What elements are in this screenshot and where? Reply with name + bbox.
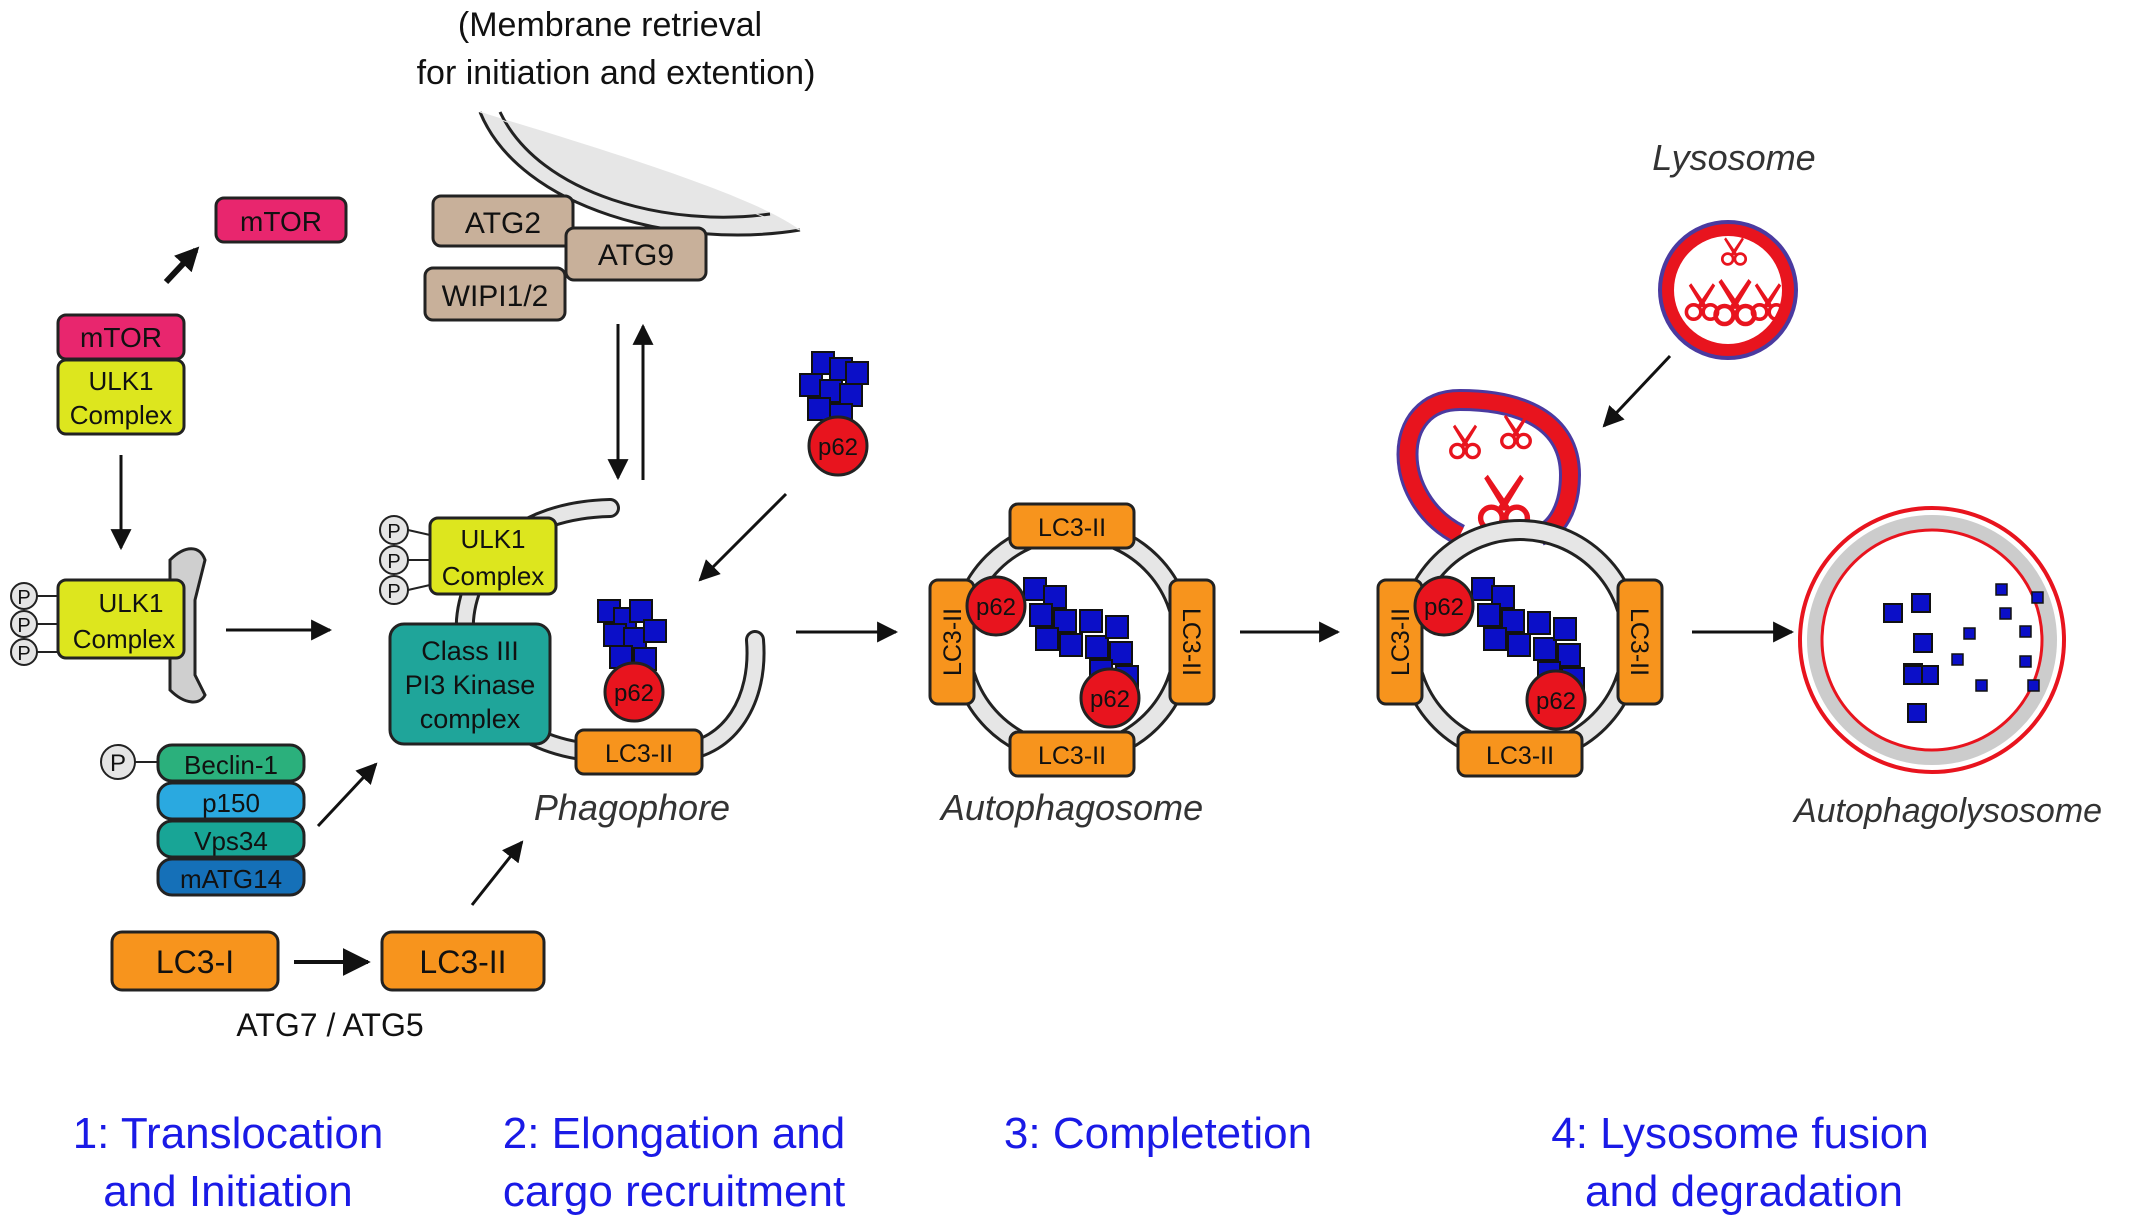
svg-text:LC3-II: LC3-II	[1038, 742, 1106, 770]
phagophore-cargo: p62	[597, 599, 667, 723]
ulk1-top-line2: Complex	[70, 400, 173, 430]
atg2-label: ATG2	[465, 207, 541, 240]
membrane-retrieval-line1: (Membrane retrieval	[458, 6, 762, 44]
step1-line1: 1: Translocation	[73, 1109, 384, 1158]
svg-text:P: P	[17, 587, 30, 609]
svg-text:PI3 Kinase: PI3 Kinase	[405, 670, 536, 700]
svg-text:p62: p62	[614, 680, 654, 707]
step4-line2: and degradation	[1585, 1167, 1903, 1216]
lc3i-box: LC3-I	[110, 930, 280, 992]
svg-text:LC3-II: LC3-II	[1486, 742, 1554, 770]
wipi-label: WIPI1/2	[442, 280, 549, 313]
mtor-free-label: mTOR	[240, 206, 322, 237]
arrow-beclin-to-class3	[316, 762, 378, 828]
phagophore-label: Phagophore	[534, 787, 730, 828]
svg-text:P: P	[17, 615, 30, 637]
svg-text:LC3-II: LC3-II	[1387, 608, 1415, 676]
svg-text:LC3-II: LC3-II	[939, 608, 967, 676]
svg-text:p62: p62	[1424, 594, 1464, 621]
svg-text:p62: p62	[818, 434, 858, 461]
vps34-label: Vps34	[194, 826, 268, 856]
beclin-label: Beclin-1	[184, 750, 278, 780]
step1-line2: and Initiation	[103, 1167, 353, 1216]
svg-text:P: P	[387, 521, 400, 543]
class3-pi3k-complex: Class III PI3 Kinase complex	[388, 622, 552, 746]
autophagolysosome	[1798, 506, 2066, 774]
beclin-complex: P Beclin-1 p150 Vps34 mATG14	[100, 743, 306, 897]
lysosome-label: Lysosome	[1652, 137, 1815, 178]
svg-text:P: P	[387, 581, 400, 603]
svg-text:LC3-II: LC3-II	[1038, 514, 1106, 542]
ulk1-active-line1: ULK1	[98, 588, 163, 618]
mtor-ulk1-complex: mTOR ULK1 Complex	[56, 313, 186, 436]
svg-text:Complex: Complex	[442, 561, 545, 591]
svg-text:LC3-II: LC3-II	[1177, 608, 1205, 676]
lysosome	[1658, 220, 1798, 360]
step4-line1: 4: Lysosome fusion	[1551, 1109, 1928, 1158]
atg2-box: ATG2	[431, 194, 575, 248]
step3-line1: 3: Completetion	[1004, 1109, 1312, 1158]
ulk1-activated: ULK1 Complex P P P	[10, 547, 207, 704]
atg9-box: ATG9	[564, 226, 708, 282]
svg-text:P: P	[387, 551, 400, 573]
svg-text:complex: complex	[420, 704, 521, 734]
autophagolysosome-label: Autophagolysosome	[1792, 792, 2102, 830]
mtor-bound-label: mTOR	[80, 322, 162, 353]
lc3ii-box: LC3-II	[380, 930, 546, 992]
svg-text:p62: p62	[1090, 686, 1130, 713]
svg-text:Class III: Class III	[421, 636, 519, 666]
svg-text:P: P	[17, 643, 30, 665]
autophagosome-label: Autophagosome	[939, 787, 1203, 828]
ulk1-active-line2: Complex	[73, 624, 176, 654]
mtor-free-box: mTOR	[214, 196, 348, 244]
step2-line2: cargo recruitment	[503, 1167, 845, 1216]
phagophore-ulk1: P P P ULK1 Complex	[379, 515, 558, 605]
wipi-box: WIPI1/2	[423, 266, 567, 322]
step2-line1: 2: Elongation and	[503, 1109, 846, 1158]
fusion-complex: LC3-II LC3-II LC3-II p62 p62	[1376, 388, 1664, 778]
svg-text:p62: p62	[976, 594, 1016, 621]
free-p62-cargo: p62	[799, 351, 869, 477]
matg14-label: mATG14	[180, 864, 282, 894]
p150-label: p150	[202, 788, 260, 818]
svg-text:P: P	[110, 750, 126, 777]
phospho-group: P P P	[10, 582, 58, 666]
svg-text:LC3-II: LC3-II	[605, 740, 673, 768]
lc3i-label: LC3-I	[156, 944, 234, 980]
arrow-lc3-to-phagophore	[470, 840, 524, 906]
arrow-mtor-release	[163, 246, 200, 285]
phagophore-lc3ii: LC3-II	[574, 728, 704, 776]
svg-text:ULK1: ULK1	[460, 524, 525, 554]
arrow-lysosome-fusion	[1602, 354, 1672, 428]
arrow-cargo-to-phagophore	[698, 492, 788, 582]
membrane-retrieval-line2: for initiation and extention)	[417, 54, 816, 92]
atg7-atg5-label: ATG7 / ATG5	[236, 1007, 423, 1043]
svg-text:p62: p62	[1536, 688, 1576, 715]
lc3ii-label: LC3-II	[419, 944, 506, 980]
ulk1-top-line1: ULK1	[88, 366, 153, 396]
autophagosome: LC3-II LC3-II LC3-II LC3-II p62 p62	[928, 502, 1216, 778]
atg9-label: ATG9	[598, 239, 674, 272]
svg-text:LC3-II: LC3-II	[1625, 608, 1653, 676]
membrane-source	[478, 111, 801, 237]
